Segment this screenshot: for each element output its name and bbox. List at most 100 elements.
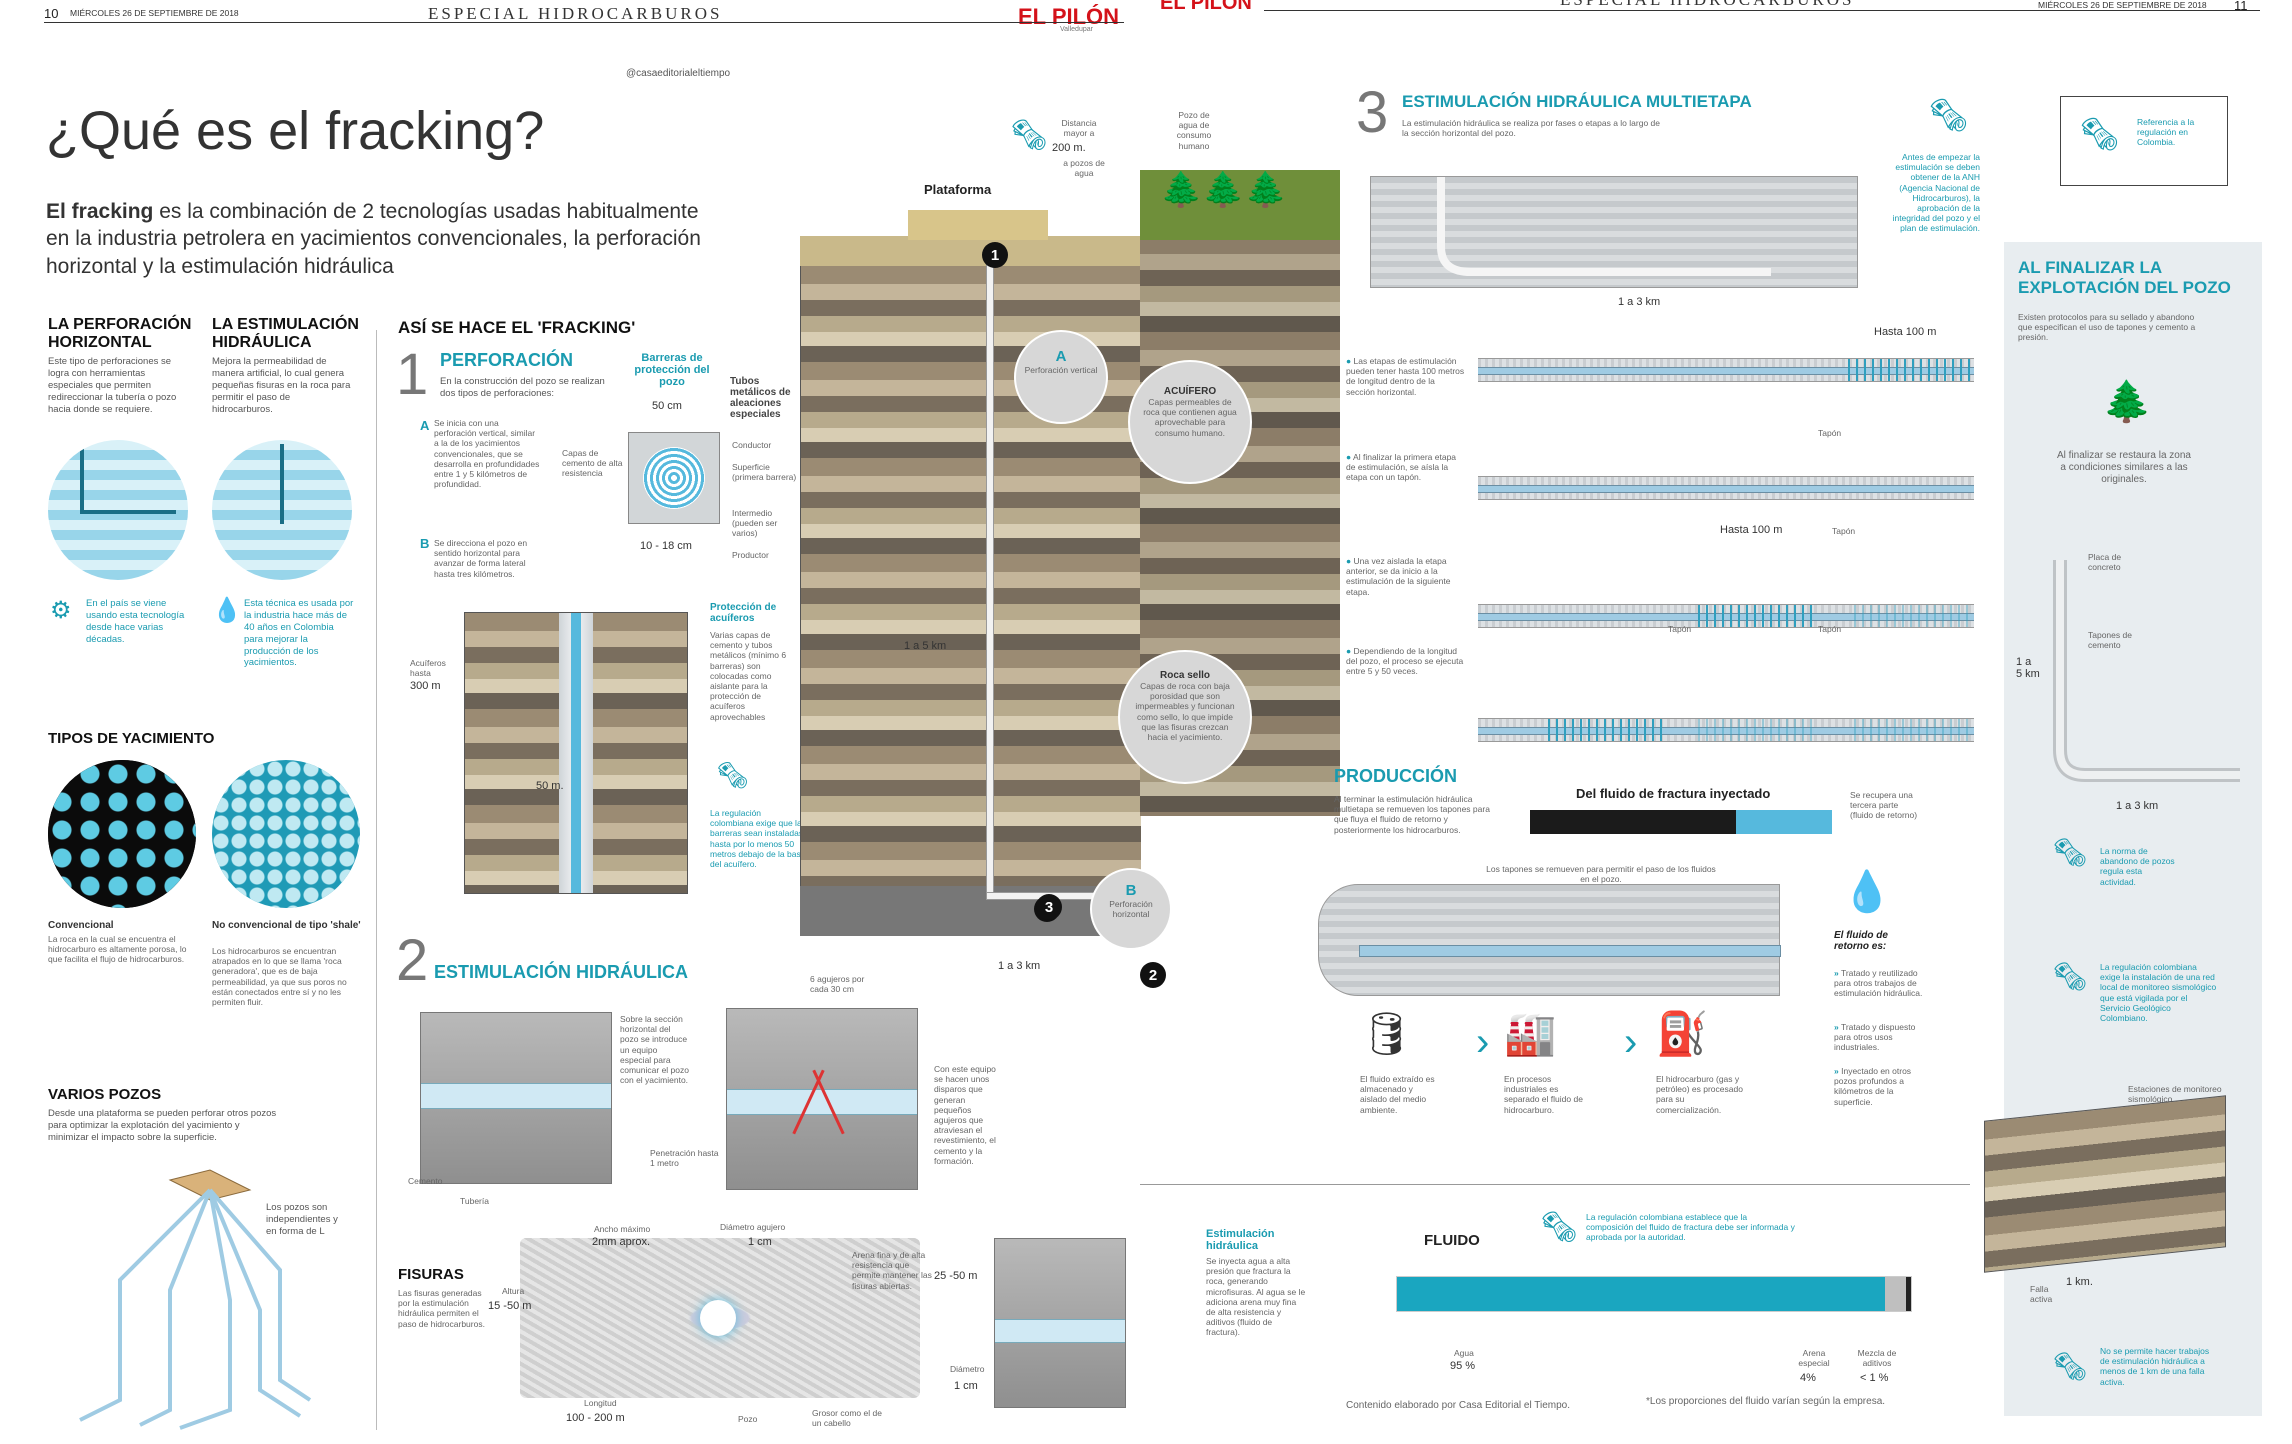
intro-paragraph: El fracking es la combinación de 2 tecno… [46,198,722,280]
barrier-diameter: 10 - 18 cm [640,540,692,552]
protection-text: Varias capas de cemento y tubos metálico… [710,630,787,722]
page-header: 10 MIÉRCOLES 26 DE SEPTIEMBRE DE 2018 ES… [0,0,2292,33]
frac-zone [1848,359,1972,381]
multi-well-illustration [79,1169,312,1430]
water-label: Agua [1454,1348,1474,1358]
stim-text: Se inyecta agua a alta presión que fract… [1206,1256,1306,1338]
distance-value: 200 m. [1052,142,1086,154]
badge-2b: 2 [1140,962,1166,988]
stage-pipe-1 [1478,358,1974,382]
callout-b: B Perforación horizontal [1090,868,1172,950]
frac-zone [1698,719,1818,741]
stage-bullet-4: ● Dependiendo de la longitud del pozo, e… [1346,646,1464,677]
intermediate-label: Intermedio (pueden ser varios) [732,508,778,539]
types-title: TIPOS DE YACIMIENTO [48,730,215,747]
fissures-title: FISURAS [398,1266,464,1283]
document-icon: 🗞 [716,760,750,790]
width-label: Ancho máximo [594,1224,651,1234]
seismic-reg: La regulación colombiana exige la instal… [2100,962,2217,1023]
platform-equipment [908,210,1048,240]
return-1: » Tratado y reutilizado para otros traba… [1834,968,1923,999]
depth-50: 50 m. [536,780,564,792]
badge-3: 3 [1036,894,1062,920]
return-3: » Inyectado en otros pozos profundos a k… [1834,1066,1912,1107]
fluid-credit: Contenido elaborado por Casa Editorial e… [1346,1400,1571,1411]
step1-title: PERFORACIÓN [440,350,574,370]
seal-title: Roca sello [1159,670,1211,681]
drill-horizontal [80,510,176,514]
anh-note: Antes de empezar la estimulación se debe… [1892,152,1980,234]
fluid-reg: La regulación colombiana establece que l… [1586,1212,1795,1243]
page-number-left: 10 [44,6,59,21]
production-title: PRODUCCIÓN [1334,766,1458,786]
horizontal-label: 1 a 3 km [998,960,1041,972]
step2-title: ESTIMULACIÓN HIDRÁULICA [434,962,688,982]
fluid-bar [1396,1276,1912,1312]
barrier-rings [643,447,705,509]
return-title: El fluido de retorno es: [1834,930,1888,952]
production-text: Al terminar la estimulación hidráulica m… [1334,794,1490,835]
production-well-illustration [1318,884,1781,996]
frac-zone [1854,605,1972,627]
brand-sub: Valledupar [1060,26,1093,33]
frac-zone [1548,719,1668,741]
hydraulic-note: Esta técnica es usada por la industria h… [244,598,354,669]
callout-aquifer: ACUÍFERO Capas permeables de roca que co… [1128,360,1252,484]
recovery-bar-recovered [1736,810,1832,834]
stations-label: Estaciones de monitoreo sismológico [2128,1084,2222,1105]
stage-pipe-4 [1478,718,1974,742]
diam-value: 1 cm [748,1236,772,1248]
section-label: ESPECIAL HIDROCARBUROS [428,4,723,23]
stage-text-4: Dependiendo de la longitud del pozo, el … [1346,646,1464,677]
stage-pipe-3 [1478,604,1974,628]
stage-text-2: Al finalizar la primera etapa de estimul… [1346,452,1457,483]
date-left: MIÉRCOLES 26 DE SEPTIEMBRE DE 2018 [70,8,239,18]
tubes-title: Tubos metálicos de aleaciones especiales [730,376,791,420]
stim-title: Estimulación hidráulica [1206,1228,1275,1252]
process-1: El fluido extraído es almacenado y aisla… [1360,1074,1435,1115]
depth-label: 1 a 5 km [904,640,947,652]
abandoned-well-diagram [2053,560,2240,782]
process-2: En procesos industriales es separado el … [1504,1074,1583,1115]
hasta-1: Hasta 100 m [1874,326,1937,338]
document-icon: 🗞 [2052,1351,2088,1382]
step2-number: 2 [396,928,429,993]
length-value: 100 - 200 m [566,1412,625,1424]
distance-rest: a pozos de agua [1063,158,1105,179]
vertical-well [986,256,994,898]
column-divider [376,330,377,1430]
tubing-label: Tubería [460,1196,489,1206]
plate-label: Placa de concreto [2088,552,2122,573]
fluid-bar-sand [1885,1277,1906,1311]
height-label: Altura [502,1286,525,1296]
regulation-note: La regulación colombiana exige que las b… [710,808,806,869]
sidebar-horizontal: 1 a 3 km [2116,800,2159,812]
tree-restore-icon: 🌲 [2102,380,2152,424]
step3-title: ESTIMULACIÓN HIDRÁULICA MULTIETAPA [1402,92,1752,111]
frac-zone [1698,605,1818,627]
dim2-value: 1 cm [954,1380,978,1392]
badge-1: 1 [982,242,1008,268]
tapon-4: Tapón [1818,624,1842,634]
tapon-1: Tapón [1818,428,1842,438]
dim2-label: Diámetro [950,1364,985,1374]
chevron-right-icon: › [1624,1020,1638,1064]
cement-label: Capas de cemento de alta resistencia [562,448,623,479]
additives-value: < 1 % [1860,1372,1889,1384]
distance-label: Distancia mayor a [1061,118,1097,139]
step1-text: En la construcción del pozo se realizan … [440,376,605,399]
reference-box: 🗞 Referencia a la regulación en Colombia… [2060,96,2228,186]
recovery-bar [1530,810,1832,834]
pipe-core [1478,367,1974,375]
step3-horizontal: 1 a 3 km [1618,296,1661,308]
dim1-value: 25 -50 m [934,1270,978,1282]
unconventional-rock-illustration [212,760,360,908]
reference-text: Referencia a la regulación en Colombia. [2137,117,2195,148]
header-rule-right [1264,10,2260,11]
document-icon: 🗞 [1928,97,1969,133]
fissure-cube [994,1238,1126,1408]
stage-bullet-1: ● Las etapas de estimulación pueden tene… [1346,356,1465,397]
date-right: MIÉRCOLES 26 DE SEPTIEMBRE DE 2018 [2038,0,2207,10]
how-title: ASÍ SE HACE EL 'FRACKING' [398,318,636,337]
intro-text: es la combinación de 2 tecnologías usada… [46,200,701,278]
